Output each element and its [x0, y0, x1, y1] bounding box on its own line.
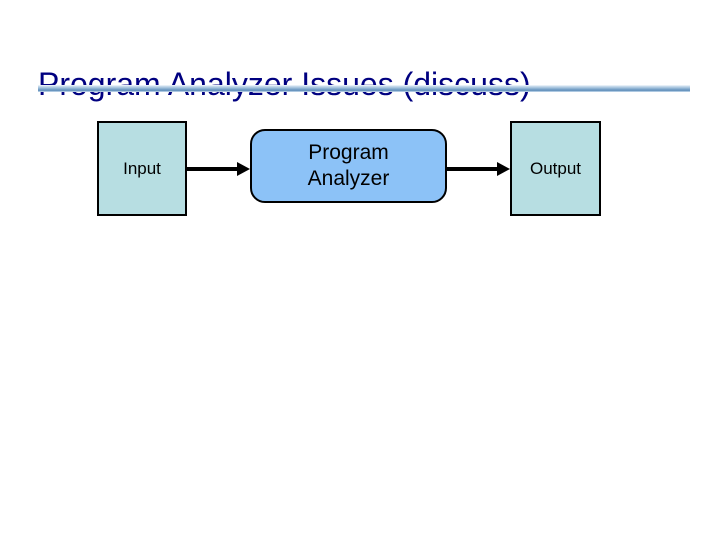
arrow-shaft [187, 167, 237, 171]
arrow-head-icon [497, 162, 510, 176]
arrow-analyzer-to-output [447, 161, 510, 177]
page-title: Program Analyzer Issues (discuss) [38, 65, 698, 103]
diagram-node-program-analyzer-label: Program Analyzer [307, 141, 390, 190]
diagram-node-program-analyzer[interactable]: Program Analyzer [250, 129, 447, 203]
diagram-node-input[interactable]: Input [97, 121, 187, 216]
arrow-input-to-analyzer [187, 161, 250, 177]
title-divider [38, 85, 690, 92]
diagram-node-input-label: Input [123, 158, 161, 178]
arrow-head-icon [237, 162, 250, 176]
diagram-node-output-label: Output [529, 158, 582, 178]
arrow-shaft [447, 167, 497, 171]
diagram-node-output[interactable]: Output [510, 121, 601, 216]
